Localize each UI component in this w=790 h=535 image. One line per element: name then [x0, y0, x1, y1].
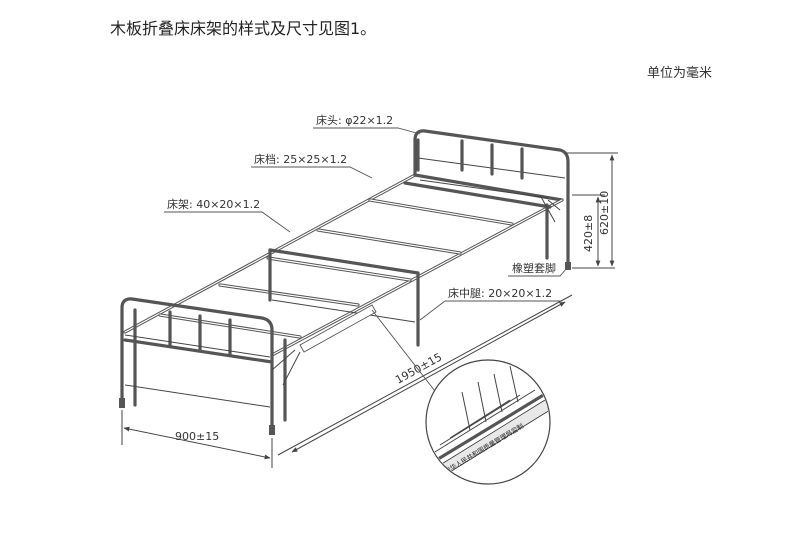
rubber-foot-left — [119, 398, 125, 408]
rubber-foot-right — [269, 425, 275, 435]
label-rubber-foot: 橡塑套脚 — [512, 261, 556, 275]
label-head-tube: 床头: φ22×1.2 — [316, 113, 393, 127]
page-title: 木板折叠床床架的样式及尺寸见图1。 — [110, 19, 377, 38]
label-frame: 床架: 40×20×1.2 — [167, 197, 260, 211]
dim-height-head: 620±10 — [598, 191, 611, 235]
label-middle-leg: 床中腿: 20×20×1.2 — [448, 286, 552, 300]
dim-width: 900±15 — [175, 430, 219, 443]
middle-fold — [268, 248, 420, 347]
label-plate — [299, 304, 377, 353]
dim-height-frame: 420±8 — [582, 215, 595, 252]
callouts: 床头: φ22×1.2 床档: 25×25×1.2 床架: 40×20×1.2 … — [164, 113, 568, 321]
detail-circle — [425, 359, 551, 485]
foot-board-near — [119, 262, 571, 435]
label-slat: 床档: 25×25×1.2 — [254, 152, 347, 166]
unit-note: 单位为毫米 — [647, 66, 713, 81]
head-board-far — [413, 129, 570, 267]
rubber-foot-far — [565, 262, 571, 270]
detail-view: 中华人民共和国质量管理局监制 — [371, 309, 551, 485]
